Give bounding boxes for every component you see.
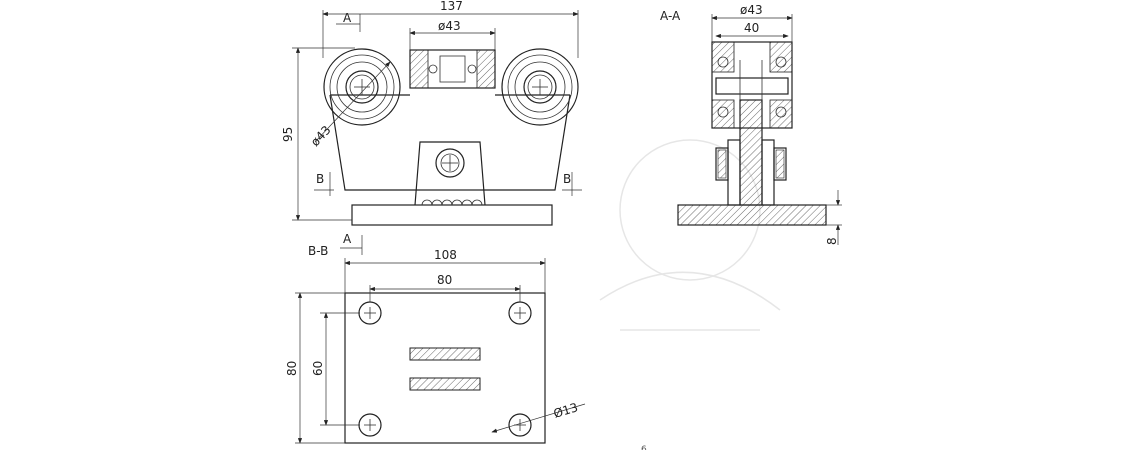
bracket [414, 141, 486, 206]
stray-mark: 6 [641, 445, 647, 450]
dim-bb-plate-width: 108 [434, 248, 457, 262]
right-wheel [501, 48, 579, 126]
dim-wheel-diameter: ø43 [308, 123, 334, 149]
dim-bearing-diameter: ø43 [438, 19, 461, 33]
bb-mounting-holes [358, 301, 532, 437]
section-bb-view: B-B A 108 80 80 [285, 232, 586, 444]
aa-bracket-left [727, 139, 741, 206]
base-plate [351, 204, 553, 226]
dim-overall-height: 95 [281, 127, 295, 142]
dim-overall-width: 137 [440, 0, 463, 13]
section-aa-title: A-A [660, 9, 681, 23]
section-b-marker-left: B [316, 172, 324, 186]
section-aa-view: A-A ø43 40 8 [660, 3, 842, 245]
aa-axle [715, 77, 789, 95]
dim-aa-inner-width: 40 [744, 21, 759, 35]
aa-wheel-housing [711, 41, 793, 129]
bracket-pin [435, 148, 465, 178]
center-bearing [409, 49, 496, 89]
dim-bb-hole-spacing-x: 80 [437, 273, 452, 287]
weld-marks [421, 199, 483, 206]
dim-bb-hole-spacing-y: 60 [311, 361, 325, 376]
aa-bracket-right [761, 139, 775, 206]
left-wheel [323, 48, 401, 126]
front-view: 137 A ø43 95 ø43 B B [281, 0, 582, 226]
aa-stem [739, 99, 763, 206]
section-bb-title: B-B [308, 244, 328, 258]
aa-base-plate [677, 204, 827, 226]
dim-bb-plate-height: 80 [285, 361, 299, 376]
dim-aa-outer-diameter: ø43 [740, 3, 763, 17]
bb-slot-lower [409, 377, 481, 391]
section-a-marker: A [343, 11, 352, 25]
section-bb-a-marker: A [343, 232, 352, 246]
bb-plate [344, 292, 546, 444]
bb-slot-upper [409, 347, 481, 361]
dim-bb-hole-diameter: Ø13 [552, 400, 580, 421]
dim-aa-plate-thickness: 8 [825, 237, 839, 245]
section-b-marker-right: B [563, 172, 571, 186]
